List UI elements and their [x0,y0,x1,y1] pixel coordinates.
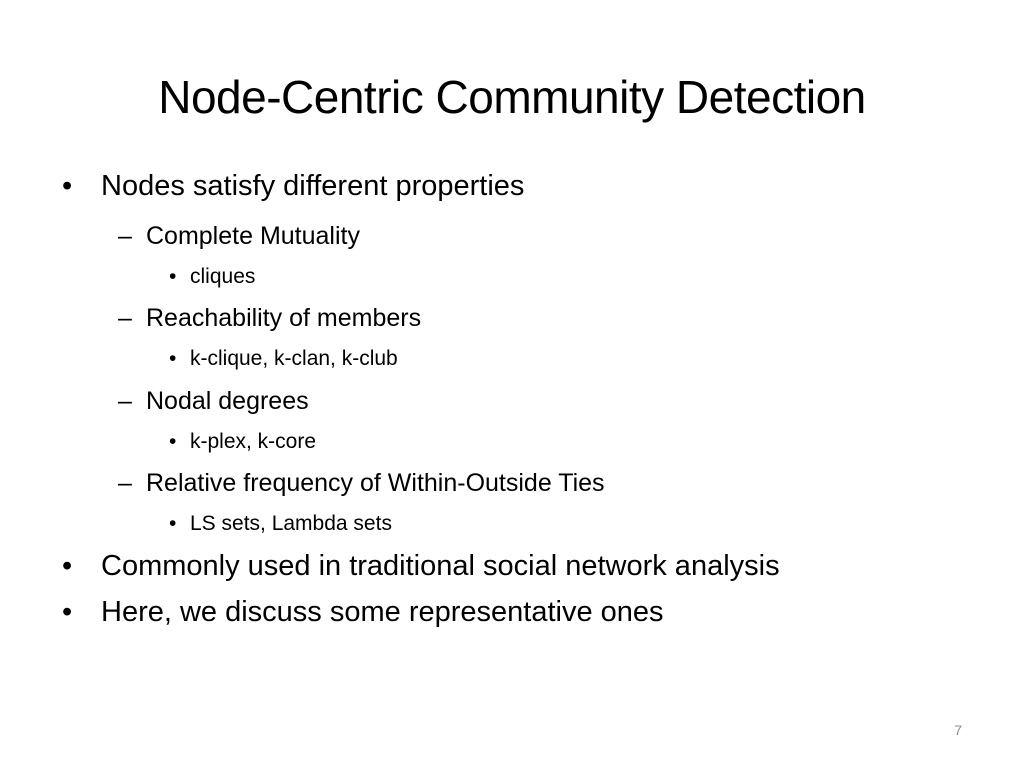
bullet-text: Commonly used in traditional social netw… [101,550,780,582]
sub-sub-bullet-text: LS sets, Lambda sets [190,512,392,535]
dash-marker: – [118,304,132,332]
sub-bullet-text: Nodal degrees [146,387,309,415]
bullet-marker: • [62,170,73,202]
bullet-marker: • [169,430,177,453]
sub-bullet-text: Complete Mutuality [146,222,360,250]
dash-marker: – [118,222,132,250]
bullet-marker: • [169,347,177,370]
sub-bullet-text: Reachability of members [146,304,422,332]
bullet-marker: • [169,512,177,535]
sub-sub-bullet-text: cliques [190,265,256,288]
bullet-text: Here, we discuss some representative one… [101,596,664,628]
sub-bullet-text: Relative frequency of Within-Outside Tie… [146,469,605,497]
bullet-marker: • [169,265,177,288]
dash-marker: – [118,469,132,497]
sub-sub-bullet-text: k-clique, k-clan, k-club [190,347,398,370]
sub-sub-bullet-text: k-plex, k-core [190,430,317,453]
page-number: 7 [954,722,962,738]
bullet-text: Nodes satisfy different properties [101,170,525,202]
slide-title: Node-Centric Community Detection [158,71,866,123]
bullet-marker: • [62,596,73,628]
dash-marker: – [118,387,132,415]
bullet-marker: • [62,550,73,582]
